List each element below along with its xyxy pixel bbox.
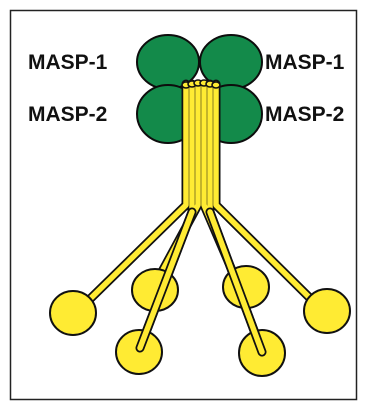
strand-1 bbox=[87, 81, 189, 302]
head-far-right bbox=[303, 288, 351, 334]
strand-6 bbox=[213, 81, 325, 313]
strand-3 bbox=[149, 81, 201, 293]
label-masp2-left: MASP-2 bbox=[28, 103, 107, 126]
head-far-left bbox=[49, 290, 97, 336]
label-masp1-right: MASP-1 bbox=[265, 51, 345, 74]
label-masp1-left: MASP-1 bbox=[28, 51, 108, 74]
strand-cap-6 bbox=[211, 81, 221, 89]
label-masp2-right: MASP-2 bbox=[265, 103, 344, 126]
